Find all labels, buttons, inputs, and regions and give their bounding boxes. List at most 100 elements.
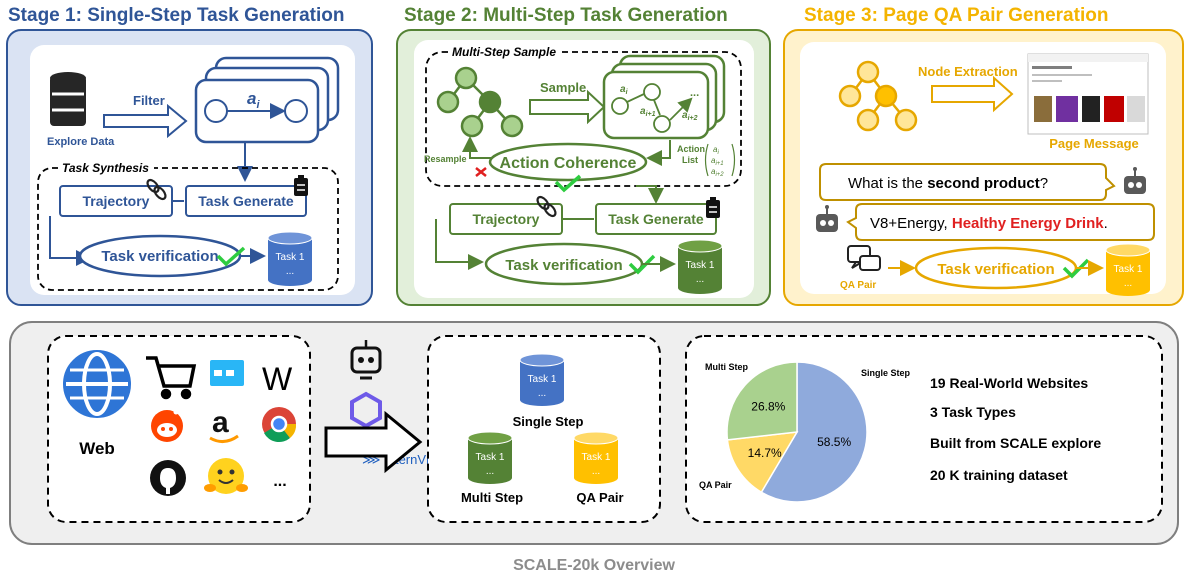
svg-text:ai: ai <box>713 145 719 156</box>
node-extraction-label: Node Extraction <box>918 64 1018 79</box>
trajectory-to-verify-arrow <box>49 216 92 266</box>
multi-step-label: Multi Step <box>461 490 523 505</box>
task-synthesis-label: Task Synthesis <box>62 161 149 175</box>
trajectory-label: Trajectory <box>473 211 540 227</box>
task-database-icon: Task 1 ... <box>267 231 313 286</box>
svg-text:ai+2: ai+2 <box>711 167 724 178</box>
tree-icon <box>838 60 918 132</box>
trajectory-label: Trajectory <box>83 193 150 209</box>
fact-task-types: 3 Task Types <box>930 404 1016 420</box>
sample-label: Sample <box>540 80 586 95</box>
svg-text:Task 1: Task 1 <box>476 452 505 463</box>
stage1-title: Stage 1: Single-Step Task Generation <box>8 5 344 26</box>
clipboard-icon <box>706 197 720 218</box>
wikipedia-icon: W <box>262 361 293 397</box>
figure-caption: SCALE-20k Overview <box>513 557 675 574</box>
check-icon <box>628 254 656 275</box>
extraction-arrow <box>931 75 1014 113</box>
stage2-title: Stage 2: Multi-Step Task Generation <box>404 5 728 26</box>
action-coherence-label: Action Coherence <box>500 155 637 172</box>
svg-text:Task 1: Task 1 <box>686 260 715 271</box>
task-database-icon: Task 1 ... <box>1105 243 1151 296</box>
svg-text:...: ... <box>1124 278 1132 289</box>
web-label: Web <box>79 439 115 458</box>
filter-arrow <box>103 103 188 139</box>
qwen-icon <box>350 391 382 429</box>
hugging-face-icon <box>204 458 248 494</box>
qa-pair-label: QA Pair <box>840 280 876 291</box>
svg-text:ai+1: ai+1 <box>711 156 724 167</box>
fact-training-size: 20 K training dataset <box>930 467 1068 483</box>
gitlab-board-icon <box>210 360 244 386</box>
task-generate-box <box>595 203 717 235</box>
chrome-icon <box>262 407 297 443</box>
pie-value-label: 58.5% <box>817 435 851 449</box>
task-database-icon: Task 1 ... <box>677 239 723 294</box>
more-sites: ... <box>273 473 286 490</box>
svg-text:List: List <box>682 155 698 165</box>
multi-step-sample-label: Multi-Step Sample <box>452 45 556 59</box>
check-icon <box>1062 258 1090 279</box>
explore-data-label: Explore Data <box>47 136 115 148</box>
globe-icon <box>63 350 131 418</box>
single-step-label: Single Step <box>513 414 584 429</box>
qa-pair-label: QA Pair <box>576 490 623 505</box>
pie-value-label: 26.8% <box>751 399 785 413</box>
action-list-label: Action <box>677 144 705 154</box>
big-arrow <box>324 410 423 474</box>
answer-bubble <box>846 203 1155 241</box>
fact-built-from: Built from SCALE explore <box>930 435 1101 451</box>
svg-text:Task 1: Task 1 <box>528 374 557 385</box>
reddit-icon <box>151 409 183 442</box>
svg-text:...: ... <box>486 466 494 477</box>
question-text: What is the second product? <box>848 175 1048 192</box>
link-icon <box>536 195 557 218</box>
pie-slice-multi-step <box>726 431 799 494</box>
answer-text: V8+Energy, Healthy Energy Drink. <box>870 215 1108 232</box>
resample-arrow <box>462 136 494 159</box>
amazon-icon: a <box>209 406 239 443</box>
clipboard-icon <box>294 175 308 196</box>
qa-pair-database-icon: Task 1 ... <box>573 431 619 484</box>
shopping-cart-icon <box>146 356 197 400</box>
check-icon <box>554 174 582 193</box>
task-verification-label: Task verification <box>937 261 1054 278</box>
web-page-thumbnail <box>1027 53 1149 135</box>
pie-value-label: 14.7% <box>748 446 782 460</box>
robot-icon <box>816 205 838 232</box>
github-icon <box>150 460 186 496</box>
fact-websites: 19 Real-World Websites <box>930 375 1088 391</box>
svg-text:...: ... <box>538 388 546 399</box>
database-icon <box>50 72 86 126</box>
pie-slice-single-step <box>760 361 868 503</box>
pie-category-label: Multi Step <box>705 362 748 372</box>
svg-text:a: a <box>212 406 229 439</box>
action-label: ai <box>247 89 260 111</box>
link-icon <box>146 178 167 201</box>
svg-text:Task 1: Task 1 <box>276 252 305 263</box>
pie-category-label: QA Pair <box>699 480 732 490</box>
svg-text:Task 1: Task 1 <box>1114 264 1143 275</box>
pie-slice-qa-pair <box>726 361 798 441</box>
robot-icon <box>350 340 382 380</box>
reject-icon <box>475 167 487 177</box>
svg-text:Task 1: Task 1 <box>582 452 611 463</box>
multi-step-database-icon: Task 1 ... <box>467 431 513 484</box>
pie-category-label: Single Step <box>861 368 911 378</box>
chat-icon <box>847 245 881 271</box>
task-generate-box <box>185 185 307 217</box>
stage3-title: Stage 3: Page QA Pair Generation <box>804 5 1108 26</box>
single-step-database-icon: Task 1 ... <box>519 353 565 406</box>
task-verification-label: Task verification <box>505 257 622 274</box>
multi-step-sample-box <box>425 51 742 187</box>
robot-icon <box>1124 167 1146 194</box>
state-node <box>204 99 228 123</box>
filter-label: Filter <box>133 93 165 108</box>
svg-text:ai: ai <box>620 84 629 96</box>
state-node <box>284 99 308 123</box>
question-bubble <box>819 163 1116 201</box>
tree-icon <box>436 66 524 138</box>
sequence-more: ... <box>690 87 699 99</box>
task-distribution-pie: 58.5% 14.7% 26.8% Single Step Multi Step QA P… <box>699 361 911 503</box>
